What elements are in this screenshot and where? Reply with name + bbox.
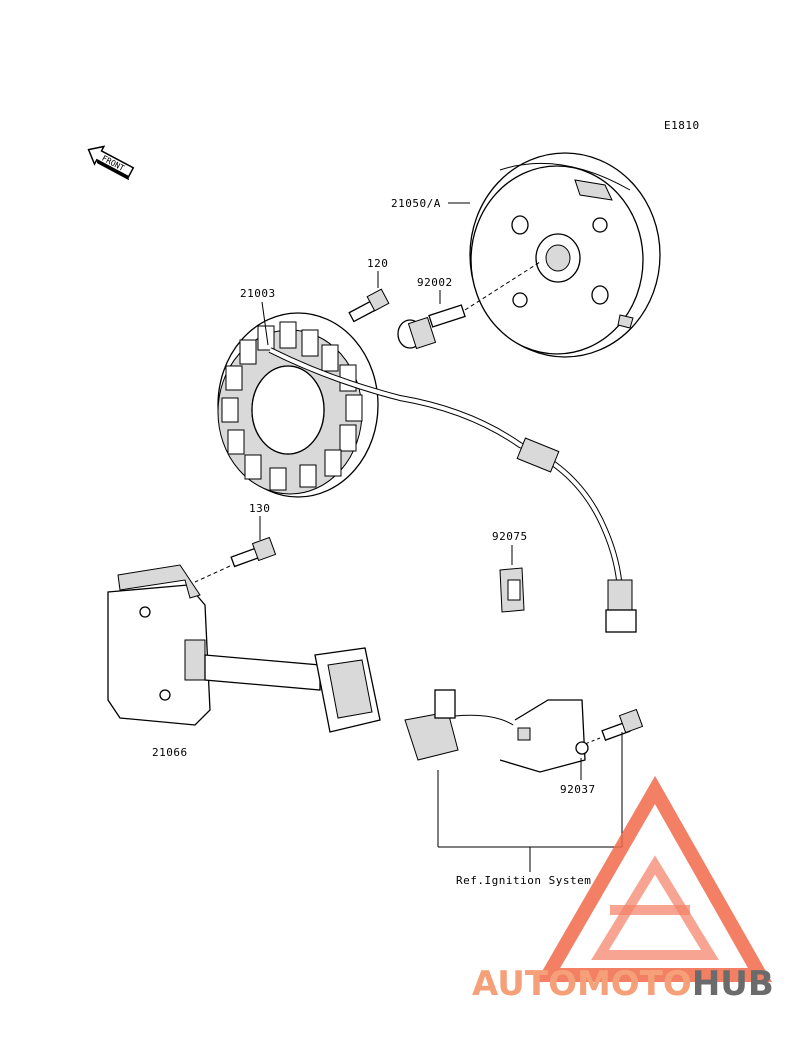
regulator-part: [107, 564, 381, 733]
rotor-part: [469, 152, 661, 358]
stator-part: [217, 312, 379, 498]
stator-harness: [268, 347, 637, 633]
bolt-92002-part: [397, 304, 466, 350]
label-21003: 21003: [240, 287, 276, 300]
bolt-120-part: [348, 288, 390, 323]
bolt-92037-part: [601, 708, 644, 741]
label-120: 120: [367, 257, 388, 270]
front-arrow-icon: FRONT: [87, 145, 135, 181]
reference-label: Ref.Ignition System: [456, 874, 591, 887]
pickup-coil-part: [404, 689, 589, 773]
label-92075: 92075: [492, 530, 528, 543]
label-92037: 92037: [560, 783, 596, 796]
label-130: 130: [249, 502, 270, 515]
label-21066: 21066: [152, 746, 188, 759]
bolt-130-part: [230, 536, 277, 568]
label-92002: 92002: [417, 276, 453, 289]
logo-text: AUTOMOTOHUB: [472, 964, 774, 1004]
clamp-92075-part: [499, 567, 525, 613]
label-21050a: 21050/A: [391, 197, 441, 210]
diagram-code: E1810: [664, 119, 700, 132]
reference-bracket: [437, 732, 623, 872]
automotohub-logo: [535, 775, 773, 982]
